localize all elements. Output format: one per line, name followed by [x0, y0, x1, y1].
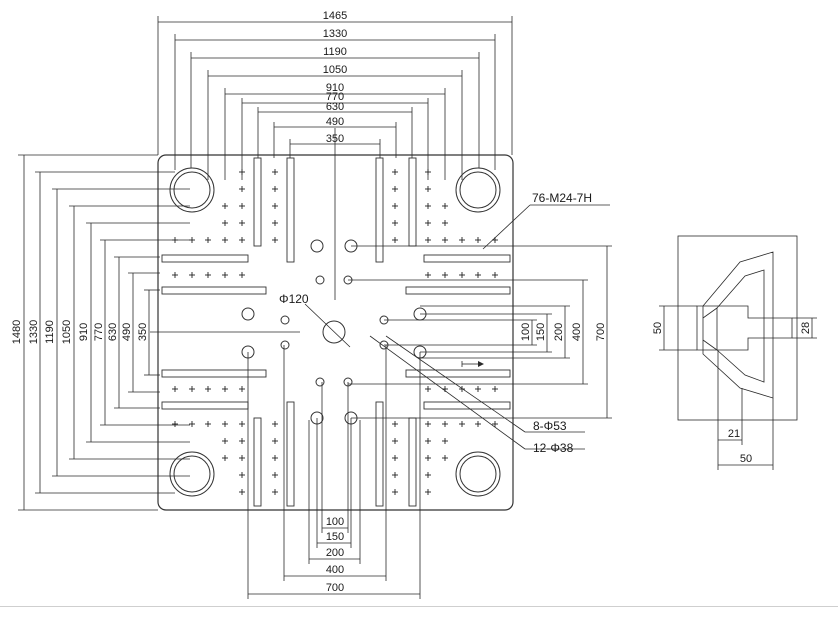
detail-cone-inner — [716, 269, 765, 383]
dim-bottom-label: 200 — [326, 547, 344, 559]
label-center-hole: Φ120 — [279, 292, 309, 306]
dim-top-1465: 1465 — [157, 10, 513, 155]
detail-dim-21: 21 — [717, 350, 743, 445]
detail-dim-bottom-a-label: 21 — [728, 428, 740, 440]
dim-top-490: 490 — [273, 116, 397, 158]
dim-top-770: 770 — [241, 91, 429, 180]
dim-left-label: 1480 — [11, 320, 23, 344]
callout-holes-38: 12-Φ38 — [369, 335, 585, 455]
dim-top-label: 1190 — [323, 46, 347, 58]
dim-left-label: 910 — [78, 323, 90, 341]
dim-top-label: 770 — [326, 91, 344, 103]
dim-right-label: 100 — [520, 323, 532, 341]
dim-left-350: 350 — [137, 289, 160, 376]
bottom-dimension-set: 100 150 200 400 700 — [247, 345, 421, 599]
dim-left-1190: 1190 — [44, 188, 190, 477]
label-holes-38: 12-Φ38 — [533, 441, 574, 455]
dim-left-label: 350 — [137, 323, 149, 341]
dim-bottom-label: 150 — [326, 531, 344, 543]
dim-left-630: 630 — [107, 256, 160, 409]
dim-bottom-label: 400 — [326, 564, 344, 576]
dim-left-910: 910 — [78, 222, 190, 443]
dim-left-label: 1050 — [61, 320, 73, 344]
dim-right-400: 400 — [348, 279, 588, 385]
dim-right-200: 200 — [420, 305, 570, 359]
dim-right-100: 100 — [384, 319, 537, 346]
dim-right-150: 150 — [420, 313, 552, 353]
dim-top-label: 1050 — [323, 64, 347, 76]
dim-top-1190: 1190 — [190, 46, 480, 168]
dim-left-label: 1330 — [28, 320, 40, 344]
dim-top-label: 490 — [326, 116, 344, 128]
detail-dim-bottom-b-label: 50 — [740, 453, 752, 465]
dim-bottom-label: 100 — [326, 516, 344, 528]
detail-cone-outer — [702, 251, 774, 399]
t-slots — [161, 157, 511, 507]
detail-dim-50-left: 50 — [652, 305, 697, 351]
detail-dim-28: 28 — [792, 317, 817, 339]
dim-right-label: 200 — [553, 323, 565, 341]
callout-tapped-holes: 76-M24-7H — [482, 191, 610, 250]
dim-bottom-700: 700 — [247, 352, 421, 599]
detail-dim-right-label: 28 — [800, 322, 812, 334]
dim-left-490: 490 — [121, 272, 160, 393]
callout-holes-53: 8-Φ53 — [385, 335, 585, 433]
dim-left-label: 1190 — [44, 320, 56, 344]
dim-top-label: 1330 — [323, 28, 347, 40]
detail-dim-left-label: 50 — [652, 322, 664, 334]
dim-left-1330: 1330 — [28, 171, 175, 494]
dim-top-910: 910 — [224, 82, 446, 180]
dim-left-label: 490 — [121, 323, 133, 341]
dim-right-label: 700 — [595, 323, 607, 341]
section-marker — [461, 361, 484, 367]
detail-nozzle-bore — [696, 305, 793, 351]
dim-left-1050: 1050 — [61, 205, 190, 460]
dim-left-770: 770 — [93, 239, 190, 426]
dim-left-label: 770 — [93, 323, 105, 341]
dim-top-label: 630 — [326, 101, 344, 113]
detail-frame — [677, 235, 798, 421]
dim-right-label: 400 — [571, 323, 583, 341]
dim-top-label: 350 — [326, 133, 344, 145]
dim-right-label: 150 — [535, 323, 547, 341]
top-dimension-set: 1465 1330 1190 1050 910 — [157, 10, 513, 180]
dim-top-630: 630 — [257, 101, 413, 158]
detail-dim-50-bottom: 50 — [717, 398, 774, 470]
dim-bottom-label: 700 — [326, 582, 344, 594]
dim-top-1050: 1050 — [207, 64, 463, 180]
detail-view: 50 28 21 50 — [652, 235, 817, 470]
page-bottom-rule — [0, 606, 838, 607]
dim-top-label: 1465 — [323, 10, 347, 22]
callout-center-hole: Φ120 — [279, 292, 351, 348]
dim-top-1330: 1330 — [174, 28, 496, 170]
left-dimension-set: 1480 1330 1190 1050 910 — [11, 154, 190, 511]
right-dimension-set: 100 150 200 400 700 — [348, 245, 612, 419]
dim-left-label: 630 — [107, 323, 119, 341]
tie-bar-holes — [169, 167, 501, 497]
label-holes-53: 8-Φ53 — [533, 419, 567, 433]
dim-top-350: 350 — [289, 133, 381, 158]
dim-bottom-100: 100 — [321, 382, 349, 533]
label-tapped-holes: 76-M24-7H — [532, 191, 592, 205]
dim-top-label: 910 — [326, 82, 344, 94]
dim-bottom-200: 200 — [308, 420, 361, 564]
dim-right-700: 700 — [351, 245, 612, 419]
dim-bottom-150: 150 — [316, 418, 352, 548]
dim-bottom-400: 400 — [283, 345, 387, 581]
dim-left-1480: 1480 — [11, 154, 158, 511]
